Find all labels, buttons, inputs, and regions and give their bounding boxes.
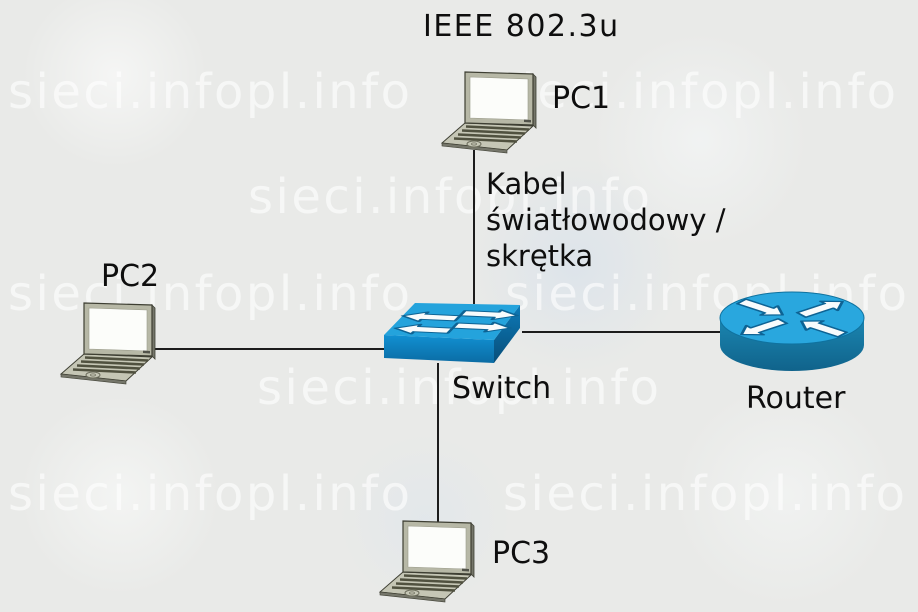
- link-pc1-switch: [473, 150, 475, 304]
- diagram-title: IEEE 802.3u: [423, 9, 620, 44]
- watermark-text: sieci.infopl.info: [248, 169, 653, 225]
- link-switch-pc3: [437, 363, 439, 524]
- router-icon: [719, 291, 865, 373]
- cable-label-line3: skrętka: [486, 239, 594, 273]
- cable-label-line1: Kabel: [486, 167, 567, 201]
- link-switch-router: [522, 331, 722, 333]
- pc3-laptop-icon: [379, 519, 477, 603]
- watermark-text: sieci.infopl.info: [494, 64, 899, 120]
- pc3-label: PC3: [492, 536, 551, 571]
- watermark-text: sieci.infopl.info: [8, 466, 413, 522]
- watermark-text: sieci.infopl.info: [8, 64, 413, 120]
- pc1-laptop-icon: [441, 70, 539, 154]
- pc2-label: PC2: [101, 259, 160, 294]
- watermark-text: sieci.infopl.info: [8, 266, 413, 322]
- pc2-laptop-icon: [60, 301, 158, 385]
- switch-label: Switch: [452, 371, 552, 406]
- switch-icon: [384, 301, 522, 365]
- router-label: Router: [746, 381, 846, 416]
- cable-type-label: Kabel światłowodowy / skrętka: [486, 166, 726, 274]
- watermark-text: sieci.infopl.info: [257, 360, 662, 416]
- watermark-text: sieci.infopl.info: [503, 466, 908, 522]
- cable-label-line2: światłowodowy /: [486, 203, 726, 237]
- link-pc2-switch: [153, 348, 386, 350]
- pc1-label: PC1: [552, 81, 611, 116]
